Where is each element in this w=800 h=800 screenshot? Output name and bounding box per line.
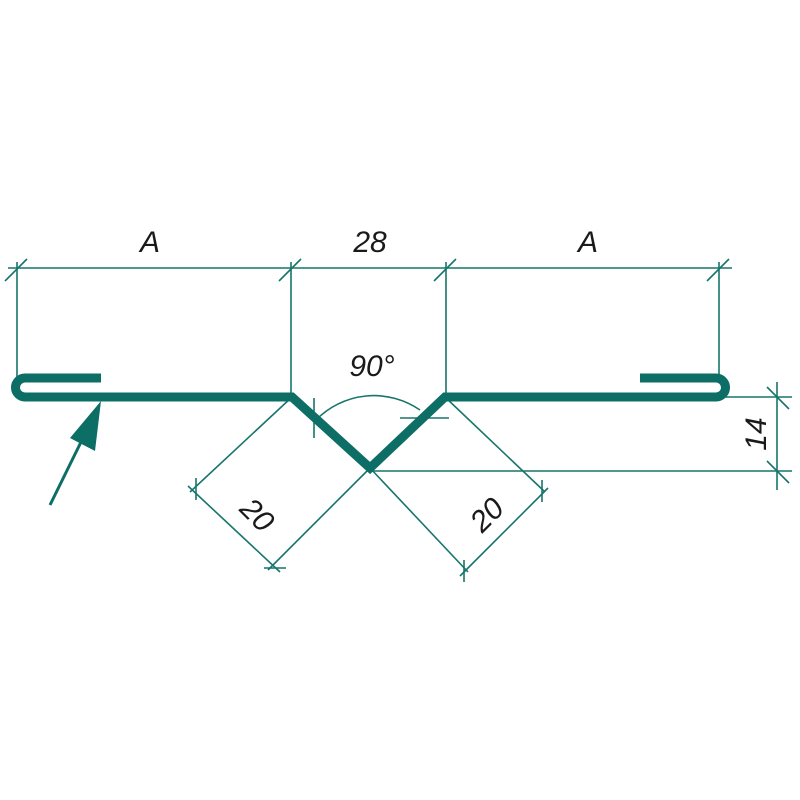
tick (278, 258, 302, 282)
angle-label: 90° (349, 350, 394, 383)
extension-line (444, 396, 546, 493)
profile (11, 373, 730, 475)
right-width-label: A (576, 226, 598, 259)
right-leg-dimension-line (459, 487, 549, 577)
tick (433, 258, 457, 282)
sheet-profile (11, 373, 730, 475)
extension-line (369, 467, 469, 573)
left-width-label: A (138, 226, 160, 259)
extension-line (267, 467, 371, 571)
tick (706, 258, 730, 282)
center-width-label: 28 (352, 226, 387, 259)
depth-label: 14 (740, 417, 773, 450)
arrow-icon (48, 401, 101, 506)
tick (4, 258, 28, 282)
angle-arc (315, 394, 421, 421)
dimension-lines (4, 258, 792, 582)
tick (766, 386, 790, 410)
tick (766, 460, 790, 484)
left-leg-dimension-line (187, 485, 281, 573)
left-leg-label: 20 (233, 491, 281, 539)
extension-line (189, 396, 293, 493)
